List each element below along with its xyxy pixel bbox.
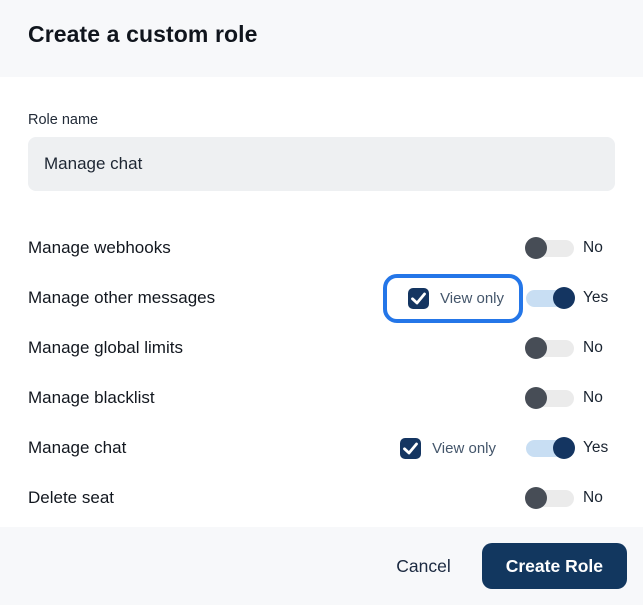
permission-label: Manage blacklist [28,388,155,407]
toggle-knob [525,487,547,509]
modal-title: Create a custom role [28,21,258,47]
view-only-label: View only [432,439,496,457]
cancel-button[interactable]: Cancel [396,555,451,576]
checkmark-icon [403,442,418,454]
modal-header: Create a custom role [0,0,643,77]
permission-label: Manage chat [28,438,127,457]
modal-footer: Cancel Create Role [0,527,643,605]
permission-row: Manage chat View only Yes [28,423,615,473]
toggle-state-label: No [583,339,603,356]
modal-body: Role name Manage webhooks No Manage othe… [0,77,643,527]
permission-controls: No [525,237,615,259]
toggle-switch[interactable] [526,437,575,459]
toggle-switch[interactable] [525,487,574,509]
role-name-input[interactable] [28,137,615,191]
toggle-state-label: No [583,389,603,406]
permission-row: Manage webhooks No [28,223,615,273]
permission-controls: View only Yes [400,437,615,459]
permission-label: Manage webhooks [28,238,171,257]
permission-controls: View only Yes [383,273,615,323]
toggle-state-label: Yes [583,439,609,456]
toggle-state-label: No [583,239,603,256]
permission-row: Manage global limits No [28,323,615,373]
checkmark-icon [411,292,426,304]
role-name-label: Role name [28,112,99,128]
toggle-knob [525,387,547,409]
permission-row: Delete seat No [28,473,615,523]
permission-label: Manage global limits [28,338,183,357]
view-only-checkbox[interactable] [400,437,422,459]
view-only-group: View only [383,273,523,323]
toggle-switch[interactable] [525,237,574,259]
permission-row: Manage blacklist No [28,373,615,423]
toggle-knob [525,237,547,259]
permission-controls: No [525,387,615,409]
toggle-switch[interactable] [526,287,575,309]
view-only-checkbox[interactable] [408,287,430,309]
permission-controls: No [525,487,615,509]
permission-label: Manage other messages [28,288,216,307]
toggle-switch[interactable] [525,337,574,359]
toggle-knob [553,287,575,309]
toggle-state-label: Yes [583,289,609,306]
toggle-knob [525,337,547,359]
permission-label: Delete seat [28,488,114,507]
view-only-group: View only [400,437,496,459]
view-only-label: View only [440,289,504,307]
toggle-knob [553,437,575,459]
create-role-button[interactable]: Create Role [481,543,627,589]
toggle-switch[interactable] [525,387,574,409]
toggle-state-label: No [583,489,603,506]
permission-controls: No [525,337,615,359]
permission-row: Manage other messages View only Yes [28,273,615,323]
permissions-list: Manage webhooks No Manage other messages [28,223,615,523]
role-name-field: Role name [28,112,615,191]
